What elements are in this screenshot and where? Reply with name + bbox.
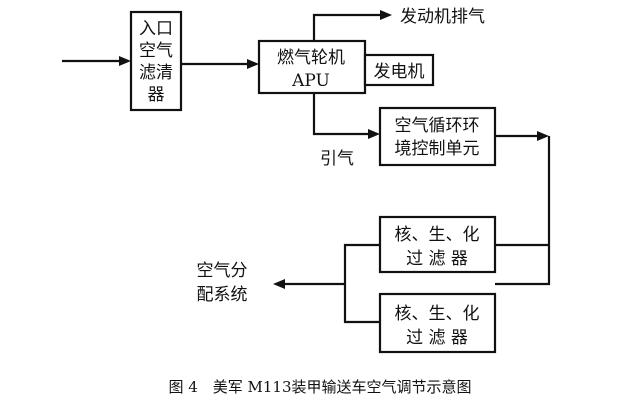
inlet-arrow <box>62 56 131 66</box>
nbc-filter-top: 核、生、化 过 滤 器 <box>378 215 497 274</box>
ecu-line-2: 境控制单元 <box>395 139 480 159</box>
apu-to-ecu-arrow <box>312 93 380 139</box>
nbc-filter-bottom-line-2: 过 滤 器 <box>406 328 468 348</box>
apu-line-1: 燃气轮机 <box>277 48 345 68</box>
exhaust-arrow <box>312 10 392 41</box>
distribution-line-2: 配系统 <box>197 285 248 305</box>
filter-to-apu-arrow <box>181 59 259 69</box>
nbc-filter-bottom: 核、生、化 过 滤 器 <box>378 292 497 354</box>
generator-block: 发电机 <box>363 53 435 87</box>
exhaust-label: 发动机排气 <box>400 7 485 27</box>
ecu-to-filters-line <box>495 131 551 286</box>
ecu-block: 空气循环环 境控制单元 <box>378 106 497 167</box>
distribution-line-1: 空气分 <box>197 261 248 281</box>
inlet-filter-line-1: 入口 <box>139 19 173 39</box>
inlet-filter-line-4: 器 <box>148 85 165 105</box>
inlet-filter-line-3: 滤清 <box>139 63 173 83</box>
apu-block: 燃气轮机 APU <box>257 39 367 95</box>
inlet-filter-block: 入口 空气 滤清 器 <box>129 10 183 112</box>
generator-label: 发电机 <box>374 62 425 82</box>
nbc-filter-bottom-line-1: 核、生、化 <box>395 304 480 324</box>
figure-caption: 图 4 美军 M113装甲输送车空气调节示意图 <box>168 378 472 396</box>
bleed-air-label: 引气 <box>320 149 354 169</box>
filters-to-distribution-arrow <box>273 243 380 324</box>
nbc-filter-top-line-1: 核、生、化 <box>395 225 480 245</box>
nbc-filter-top-line-2: 过 滤 器 <box>406 249 468 269</box>
ecu-line-1: 空气循环环 <box>395 116 480 136</box>
apu-line-2: APU <box>291 71 330 91</box>
inlet-filter-line-2: 空气 <box>139 41 173 61</box>
